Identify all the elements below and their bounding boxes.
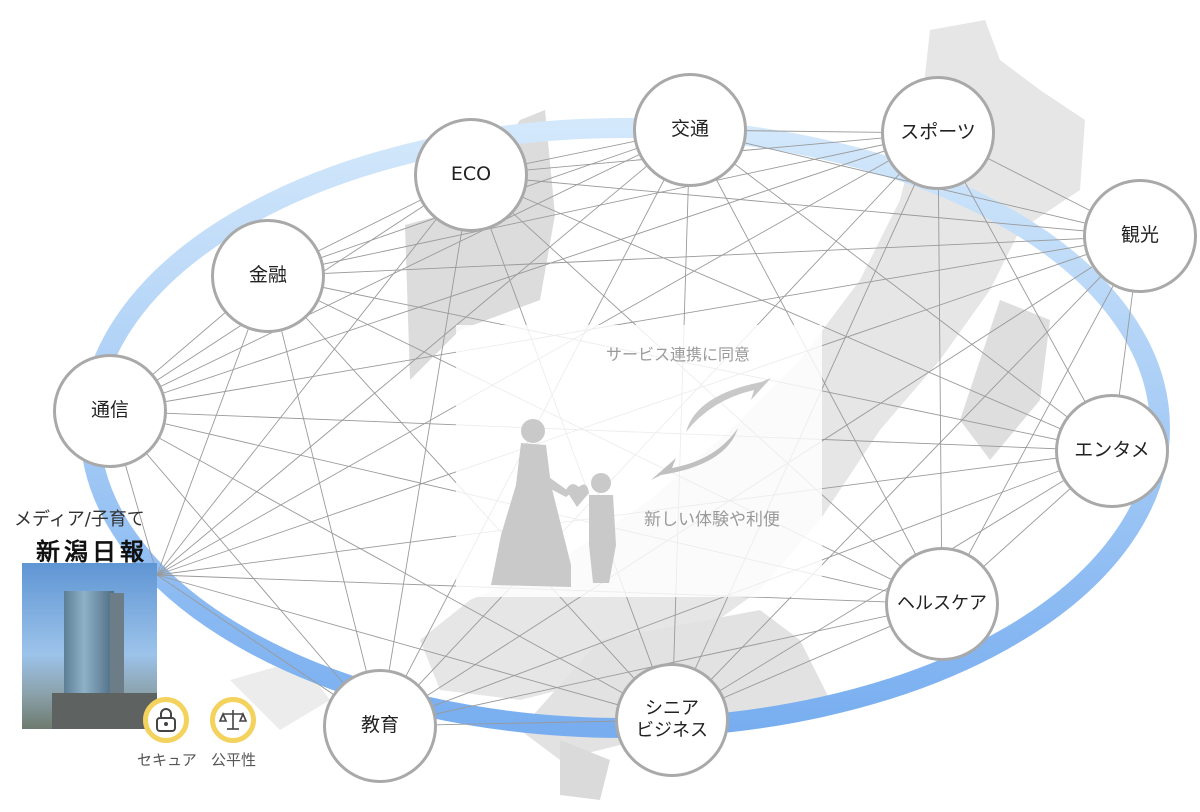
connection-line bbox=[156, 574, 673, 721]
connection-line bbox=[267, 235, 1141, 277]
hub-category-label: メディア/子育て bbox=[14, 509, 145, 530]
connection-line bbox=[109, 129, 691, 412]
connection-line bbox=[156, 174, 472, 576]
node-healthcare: ヘルスケア bbox=[885, 547, 999, 661]
headquarters-building-photo bbox=[22, 563, 157, 729]
node-entertainment: エンタメ bbox=[1055, 394, 1169, 508]
node-education: 教育 bbox=[323, 669, 437, 783]
connection-line bbox=[109, 410, 673, 721]
exchange-arrows-icon bbox=[651, 378, 771, 480]
lock-icon bbox=[156, 708, 176, 732]
node-finance: 金融 bbox=[211, 219, 325, 333]
node-eco: ECO bbox=[414, 118, 528, 232]
node-traffic: 交通 bbox=[633, 73, 747, 187]
consent-text: サービス連携に同意 bbox=[606, 345, 751, 364]
node-senior: シニア ビジネス bbox=[615, 663, 729, 777]
connection-line bbox=[267, 275, 381, 727]
secure-badge bbox=[143, 697, 189, 743]
benefit-text: 新しい体験や利便 bbox=[644, 510, 780, 530]
connection-line bbox=[109, 410, 381, 727]
secure-label: セキュア bbox=[137, 751, 197, 769]
connection-line bbox=[109, 235, 1141, 412]
fairness-badge bbox=[210, 697, 256, 743]
connection-line bbox=[379, 174, 472, 727]
node-sports: スポーツ bbox=[881, 76, 995, 190]
consent-panel: サービス連携に同意 新しい体験や利便 bbox=[456, 325, 822, 597]
connection-line bbox=[689, 129, 1113, 452]
connection-line bbox=[109, 132, 939, 412]
connection-line bbox=[937, 132, 943, 605]
connection-line bbox=[156, 129, 691, 576]
node-telecom: 通信 bbox=[53, 354, 167, 468]
node-tourism: 観光 bbox=[1083, 179, 1197, 293]
parent-child-silhouette bbox=[491, 419, 616, 587]
connection-line bbox=[267, 132, 939, 277]
scales-icon bbox=[219, 710, 247, 730]
fairness-label: 公平性 bbox=[211, 751, 257, 769]
connection-line bbox=[470, 174, 1141, 237]
connection-line bbox=[937, 132, 1113, 452]
niigata-nippo-logo: 新潟日報 bbox=[36, 537, 148, 566]
connection-line bbox=[470, 174, 1113, 452]
